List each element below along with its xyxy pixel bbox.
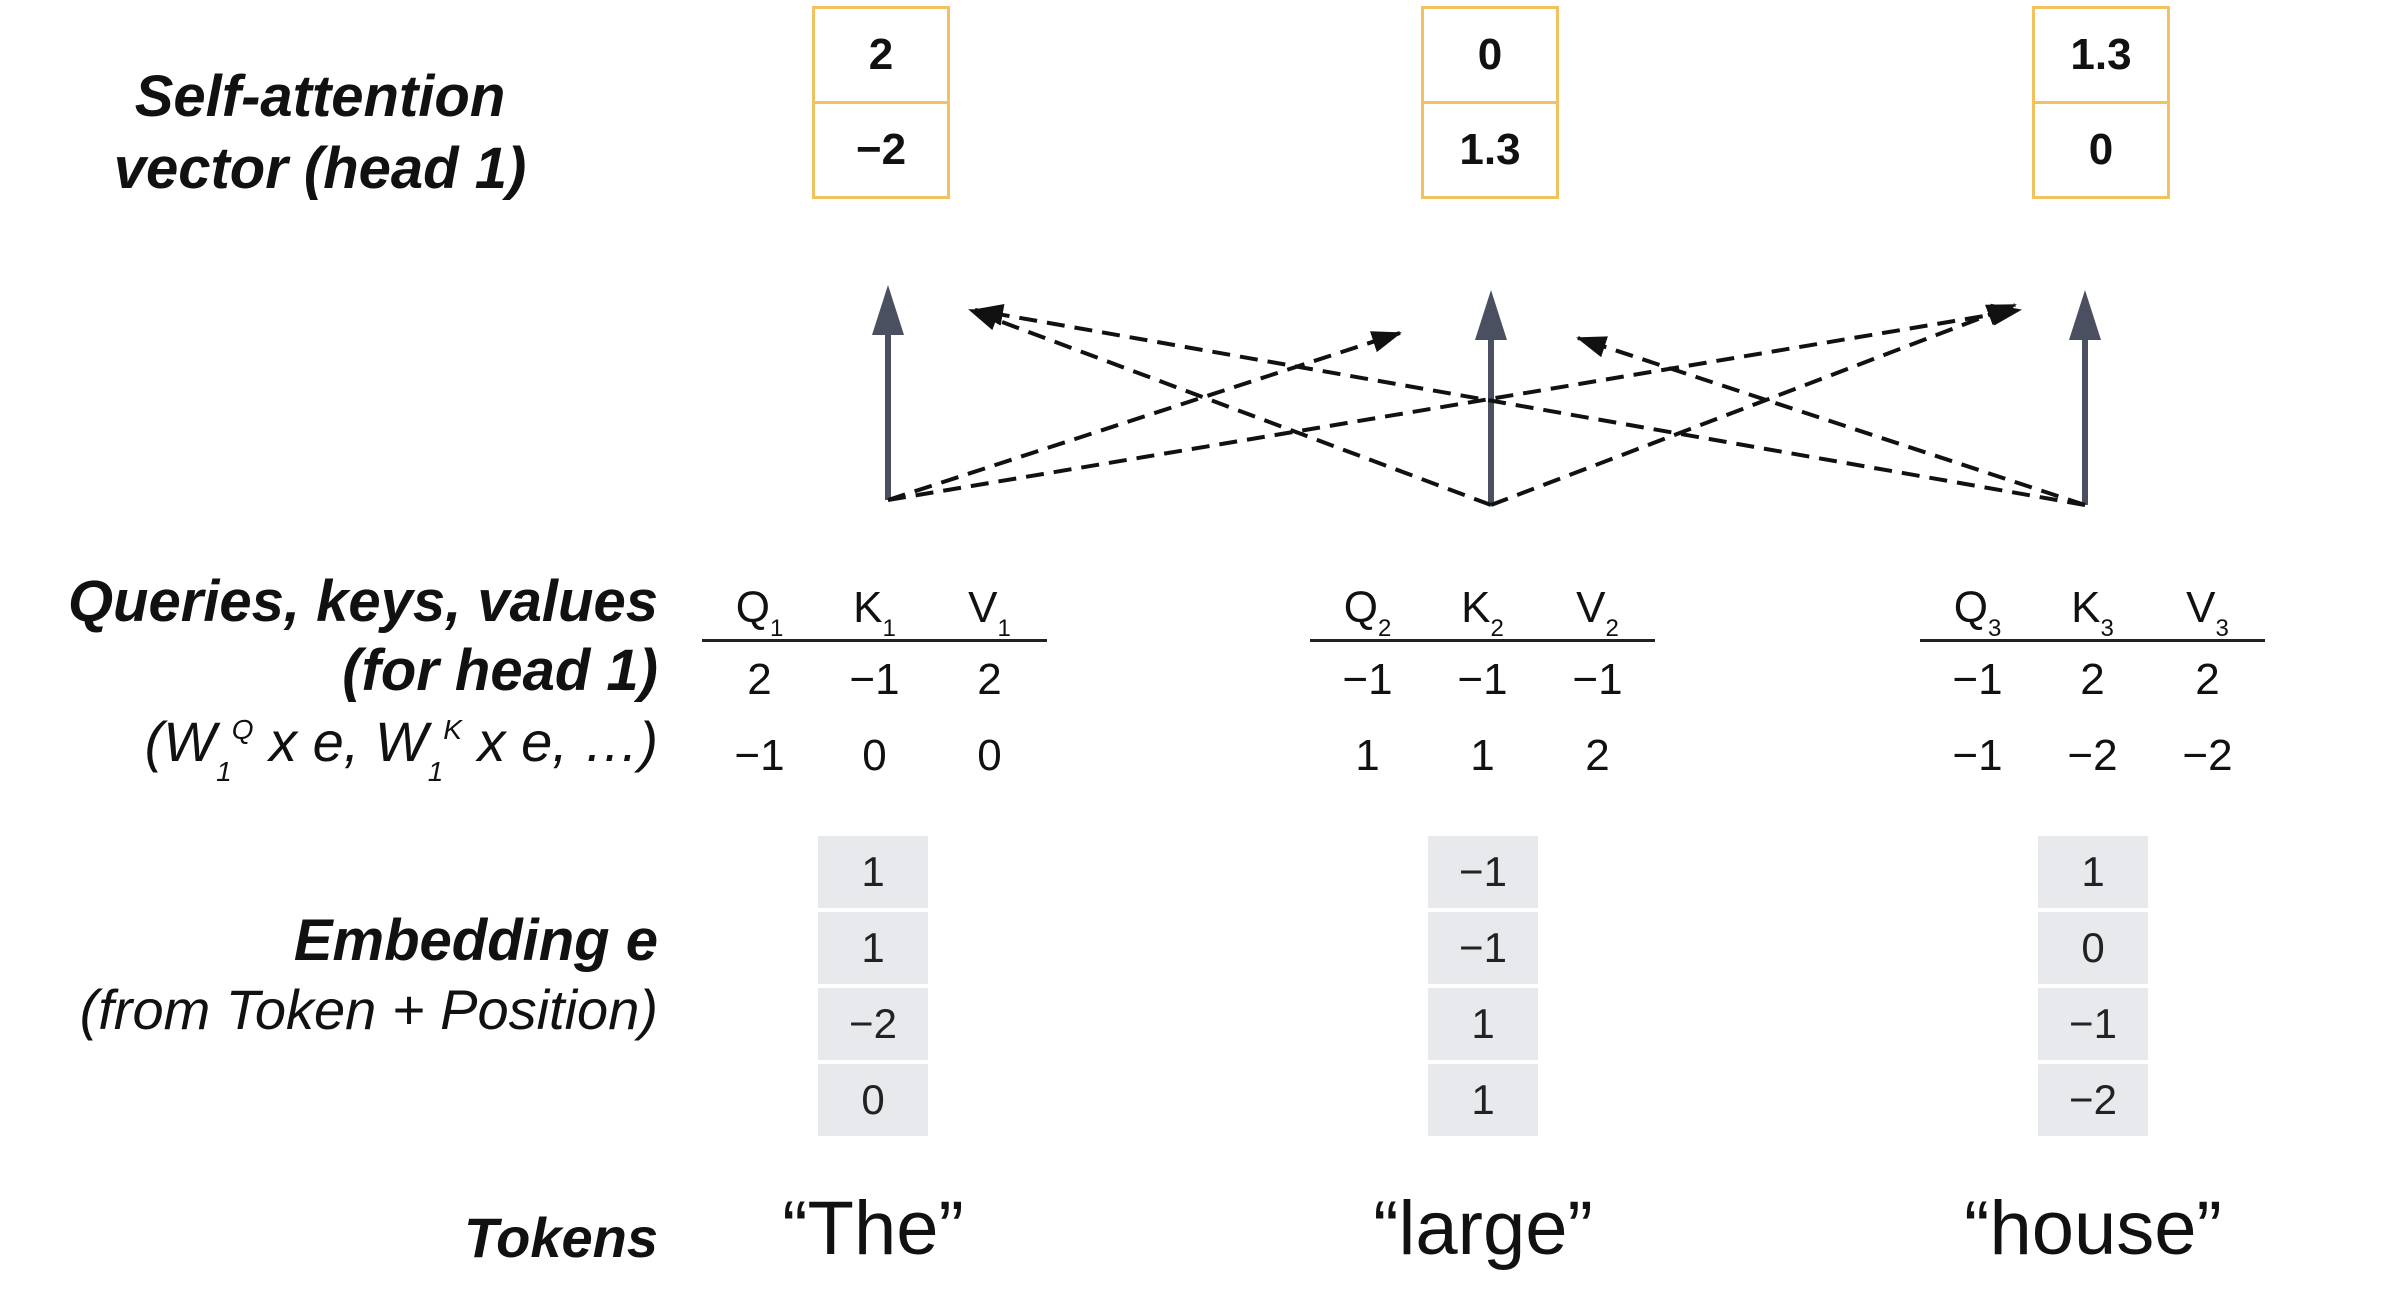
embedding-vector-the: 1 1 −2 0 — [818, 836, 928, 1140]
v-header: V1 — [968, 583, 1011, 642]
attention-vector-house: 1.3 0 — [2032, 6, 2170, 199]
dashed-arrow-large-to-house — [1490, 303, 2017, 507]
token-house: “house” — [1964, 1186, 2222, 1271]
qkv-cell: −1 — [734, 731, 785, 780]
attention-value: −2 — [815, 101, 947, 196]
embedding-cell: −1 — [2038, 988, 2148, 1060]
qkv-cell: −1 — [1572, 655, 1623, 704]
qkv-label-sub: (for head 1) — [342, 638, 658, 703]
embedding-cell: −1 — [1428, 836, 1538, 908]
v-header: V3 — [2186, 583, 2229, 642]
dashed-arrow-house-to-large — [1576, 336, 2086, 507]
dashed-arrow-the-to-large — [887, 331, 1402, 502]
qkv-row: −1 −2 −2 — [1920, 718, 2265, 794]
qkv-cell: −2 — [2182, 731, 2233, 780]
solid-arrows — [872, 285, 2101, 505]
solid-arrowhead — [1475, 290, 1507, 340]
embedding-vector-house: 1 0 −1 −2 — [2038, 836, 2148, 1140]
k-header: K2 — [1461, 583, 1504, 642]
qkv-cell: 1 — [1355, 731, 1380, 780]
v-header: V2 — [1576, 583, 1619, 642]
qkv-table-the: Q1 K1 V1 2 −1 2 −1 0 0 — [702, 562, 1047, 794]
attention-value: 1.3 — [2070, 30, 2132, 79]
self-attention-label-line1: Self-attention — [134, 64, 506, 129]
k-header: K3 — [2071, 583, 2114, 642]
embedding-cell: 1 — [2038, 836, 2148, 908]
embedding-label: Embedding e — [293, 908, 658, 973]
qkv-row: −1 0 0 — [702, 718, 1047, 794]
qkv-header: Q1 K1 V1 — [702, 562, 1047, 642]
qkv-cell: 2 — [2195, 655, 2220, 704]
attention-value: 1.3 — [1424, 101, 1556, 196]
qkv-cell: −1 — [1457, 655, 1508, 704]
qkv-row: −1 2 2 — [1920, 642, 2265, 718]
solid-arrowhead — [872, 285, 904, 335]
q-header: Q3 — [1953, 583, 2002, 642]
self-attention-label: Self-attention vector (head 1) — [60, 68, 580, 198]
qkv-cell: 2 — [1585, 731, 1610, 780]
qkv-header: Q2 K2 V2 — [1310, 562, 1655, 642]
embedding-vector-large: −1 −1 1 1 — [1428, 836, 1538, 1140]
qkv-cell: −1 — [1952, 655, 2003, 704]
qkv-cell: −1 — [1342, 655, 1393, 704]
qkv-row: −1 −1 −1 — [1310, 642, 1655, 718]
attention-value: 0 — [2035, 101, 2167, 196]
attention-value: 2 — [868, 30, 894, 79]
qkv-table-large: Q2 K2 V2 −1 −1 −1 1 1 2 — [1310, 562, 1655, 794]
qkv-table-house: Q3 K3 V3 −1 2 2 −1 −2 −2 — [1920, 562, 2265, 794]
qkv-cell: 2 — [747, 655, 772, 704]
dashed-arrow-the-to-house — [887, 303, 2022, 502]
qkv-cell: 0 — [977, 731, 1002, 780]
embedding-cell: −2 — [818, 988, 928, 1060]
embedding-cell: 1 — [1428, 1064, 1538, 1136]
attention-vector-the: 2 −2 — [812, 6, 950, 199]
embedding-cell: 1 — [818, 836, 928, 908]
embedding-cell: −2 — [2038, 1064, 2148, 1136]
self-attention-label-line2: vector (head 1) — [113, 136, 527, 201]
qkv-cell: −1 — [1952, 731, 2003, 780]
embedding-label-sub: (from Token + Position) — [79, 978, 658, 1041]
qkv-cell: 2 — [2080, 655, 2105, 704]
dashed-arrows — [887, 303, 2086, 507]
token-large: “large” — [1373, 1186, 1593, 1271]
attention-vector-large: 0 1.3 — [1421, 6, 1559, 199]
qkv-cell: 2 — [977, 655, 1002, 704]
dashed-arrow-large-to-the — [968, 308, 1492, 507]
qkv-formula: (W1Q x e, W1K x e, …) — [144, 710, 658, 787]
qkv-cell: −1 — [849, 655, 900, 704]
qkv-row: 1 1 2 — [1310, 718, 1655, 794]
tokens-label: Tokens — [464, 1206, 658, 1269]
embedding-cell: 0 — [2038, 912, 2148, 984]
embedding-cell: 1 — [1428, 988, 1538, 1060]
attention-value: 0 — [1477, 30, 1503, 79]
qkv-cell: 1 — [1470, 731, 1495, 780]
qkv-cell: 0 — [862, 731, 887, 780]
qkv-cell: −2 — [2067, 731, 2118, 780]
dashed-arrow-house-to-the — [973, 304, 2086, 507]
qkv-header: Q3 K3 V3 — [1920, 562, 2265, 642]
qkv-row: 2 −1 2 — [702, 642, 1047, 718]
token-the: “The” — [782, 1186, 964, 1271]
k-header: K1 — [853, 583, 896, 642]
q-header: Q2 — [1343, 583, 1392, 642]
embedding-cell: 0 — [818, 1064, 928, 1136]
embedding-cell: −1 — [1428, 912, 1538, 984]
qkv-label: Queries, keys, values — [67, 569, 658, 634]
solid-arrowhead — [2069, 290, 2101, 340]
embedding-cell: 1 — [818, 912, 928, 984]
q-header: Q1 — [735, 583, 784, 642]
